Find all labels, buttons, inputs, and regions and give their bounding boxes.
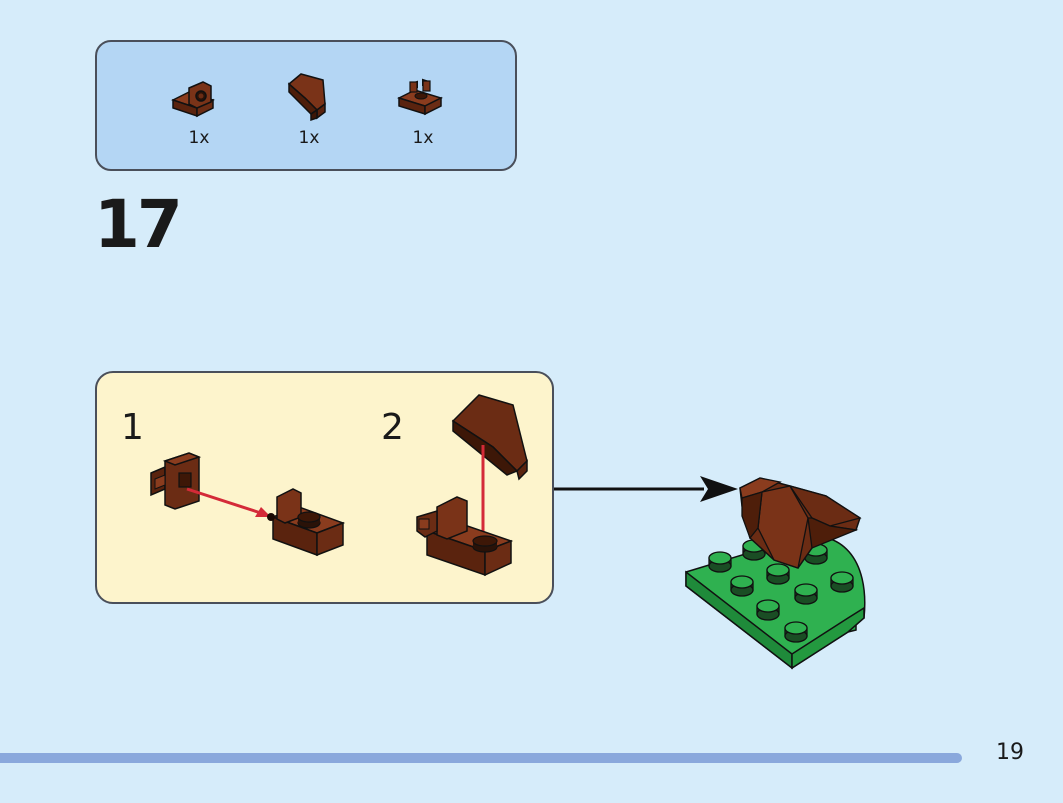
part-quantity: 1x (412, 128, 434, 148)
part-item: 1x (383, 72, 463, 152)
subassembly-box: 1 2 (95, 371, 554, 604)
substep-label: 1 (121, 407, 144, 448)
part-item: 1x (159, 72, 239, 152)
curved-slope-icon (287, 73, 326, 122)
substep-2-illustration (416, 394, 528, 577)
footer-bar (0, 753, 962, 763)
substep-1-illustration (150, 452, 346, 557)
part-quantity: 1x (188, 128, 210, 148)
substep-label: 2 (381, 407, 404, 448)
connector-arrow (554, 476, 738, 502)
clip-plate-icon (396, 78, 444, 116)
parts-list-box: 1x 1x 1x (95, 40, 517, 171)
bracket-plate-icon (171, 81, 215, 118)
step-number: 17 (94, 186, 183, 263)
model-illustration (685, 477, 866, 670)
part-item: 1x (269, 72, 349, 152)
page-number: 19 (996, 740, 1024, 765)
part-quantity: 1x (298, 128, 320, 148)
